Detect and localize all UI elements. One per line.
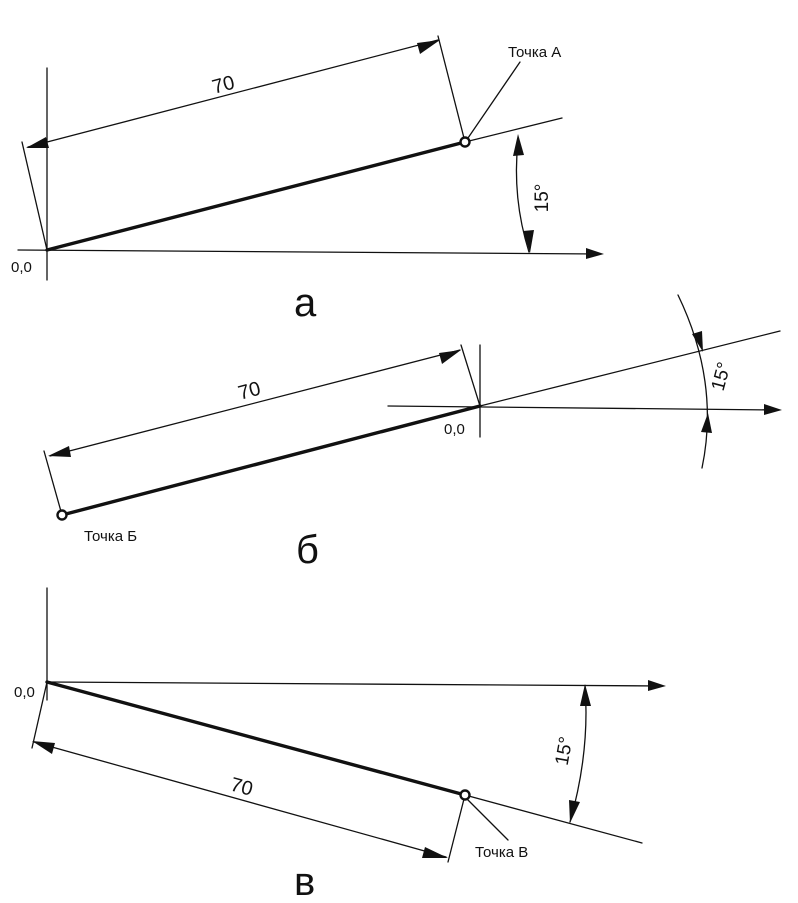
dimension-arrowhead-left xyxy=(32,741,55,754)
extension-line-right xyxy=(437,35,466,143)
segment-origin-to-point-b xyxy=(60,404,482,517)
point-c-label: Точка В xyxy=(475,844,528,861)
panel-caption: а xyxy=(294,281,317,325)
dimension-label: 70 xyxy=(236,378,263,405)
origin-label: 0,0 xyxy=(14,684,35,701)
dimension-line xyxy=(49,349,461,457)
point-b-label: Точка Б xyxy=(84,528,137,545)
dimension-arrowhead-right xyxy=(422,847,448,858)
dimension-line xyxy=(33,741,447,858)
panel-a: 70 15° Точка А 0,0 а xyxy=(11,35,604,325)
x-axis-arrowhead xyxy=(586,248,604,259)
dimension-line xyxy=(27,39,439,148)
x-axis xyxy=(46,681,663,687)
panel-b: 70 15° Точка Б 0,0 б xyxy=(43,294,782,572)
point-a-marker xyxy=(459,136,471,148)
point-c-marker xyxy=(459,789,471,801)
angle-ray xyxy=(479,330,781,407)
extension-line-left xyxy=(31,681,48,749)
panel-caption: б xyxy=(296,528,319,572)
point-b-marker xyxy=(56,509,68,521)
x-axis xyxy=(17,249,601,255)
extension-line-right xyxy=(447,794,466,863)
segment-origin-to-point-a xyxy=(45,140,467,252)
angle-arrowhead-bottom xyxy=(701,413,712,433)
point-a-label: Точка А xyxy=(508,44,561,61)
dimension-arrowhead-left xyxy=(48,446,71,457)
angle-label: 15° xyxy=(532,184,553,213)
angle-ray xyxy=(464,794,643,844)
dimension-label: 70 xyxy=(210,72,237,99)
dimension-arrowhead-right xyxy=(417,40,440,54)
angle-label: 15° xyxy=(708,360,736,393)
angle-arrowhead-bottom xyxy=(523,230,534,253)
x-axis xyxy=(387,405,779,411)
origin-label: 0,0 xyxy=(444,421,465,438)
x-axis-arrowhead xyxy=(764,404,782,415)
panel-caption: в xyxy=(294,860,315,903)
dimension-arrowhead-right xyxy=(439,350,461,364)
angle-ray xyxy=(464,117,563,143)
extension-line-left xyxy=(43,450,63,516)
x-axis-arrowhead xyxy=(648,680,666,691)
point-a-leader xyxy=(467,61,521,139)
angle-arrowhead-top xyxy=(692,331,703,352)
angle-arrowhead-top xyxy=(513,134,524,156)
angle-arrowhead-bottom xyxy=(569,800,580,823)
angle-label: 15° xyxy=(552,735,578,767)
segment-origin-to-point-c xyxy=(45,680,467,797)
extension-line-right xyxy=(460,344,481,407)
angle-arc xyxy=(677,294,709,469)
dimension-arrowhead-left xyxy=(26,137,49,148)
panel-c: 70 15° Точка В 0,0 в xyxy=(14,587,666,903)
extension-line-left xyxy=(21,141,48,251)
origin-label: 0,0 xyxy=(11,259,32,276)
angle-arrowhead-top xyxy=(580,684,591,706)
point-c-leader xyxy=(466,798,509,841)
